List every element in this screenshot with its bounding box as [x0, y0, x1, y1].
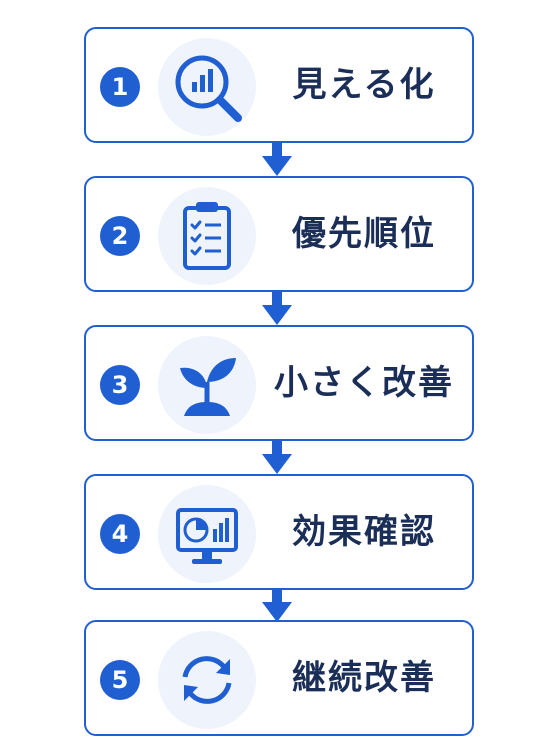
step-label: 小さく改善 — [274, 363, 454, 403]
step-label: 見える化 — [292, 65, 436, 105]
step-number-badge: 3 — [100, 365, 140, 405]
step-number-badge: 5 — [100, 660, 140, 700]
step-card-1: 1 見える化 — [84, 27, 474, 143]
down-arrow-icon — [262, 291, 292, 325]
step-label: 継続改善 — [292, 658, 436, 698]
step-label: 効果確認 — [292, 512, 436, 552]
clipboard-checklist-icon — [158, 187, 256, 285]
sprout-icon — [158, 336, 256, 434]
step-card-2: 2 優先順位 — [84, 176, 474, 292]
down-arrow-icon — [262, 588, 292, 622]
step-number-badge: 4 — [100, 514, 140, 554]
step-number-badge: 2 — [100, 216, 140, 256]
step-card-5: 5 継続改善 — [84, 620, 474, 736]
step-number-badge: 1 — [100, 67, 140, 107]
step-card-4: 4 効果確認 — [84, 474, 474, 590]
magnifier-chart-icon — [158, 38, 256, 136]
step-card-3: 3 小さく改善 — [84, 325, 474, 441]
monitor-chart-icon — [158, 485, 256, 583]
cycle-arrows-icon — [158, 631, 256, 729]
step-label: 優先順位 — [292, 214, 436, 254]
down-arrow-icon — [262, 440, 292, 474]
down-arrow-icon — [262, 142, 292, 176]
